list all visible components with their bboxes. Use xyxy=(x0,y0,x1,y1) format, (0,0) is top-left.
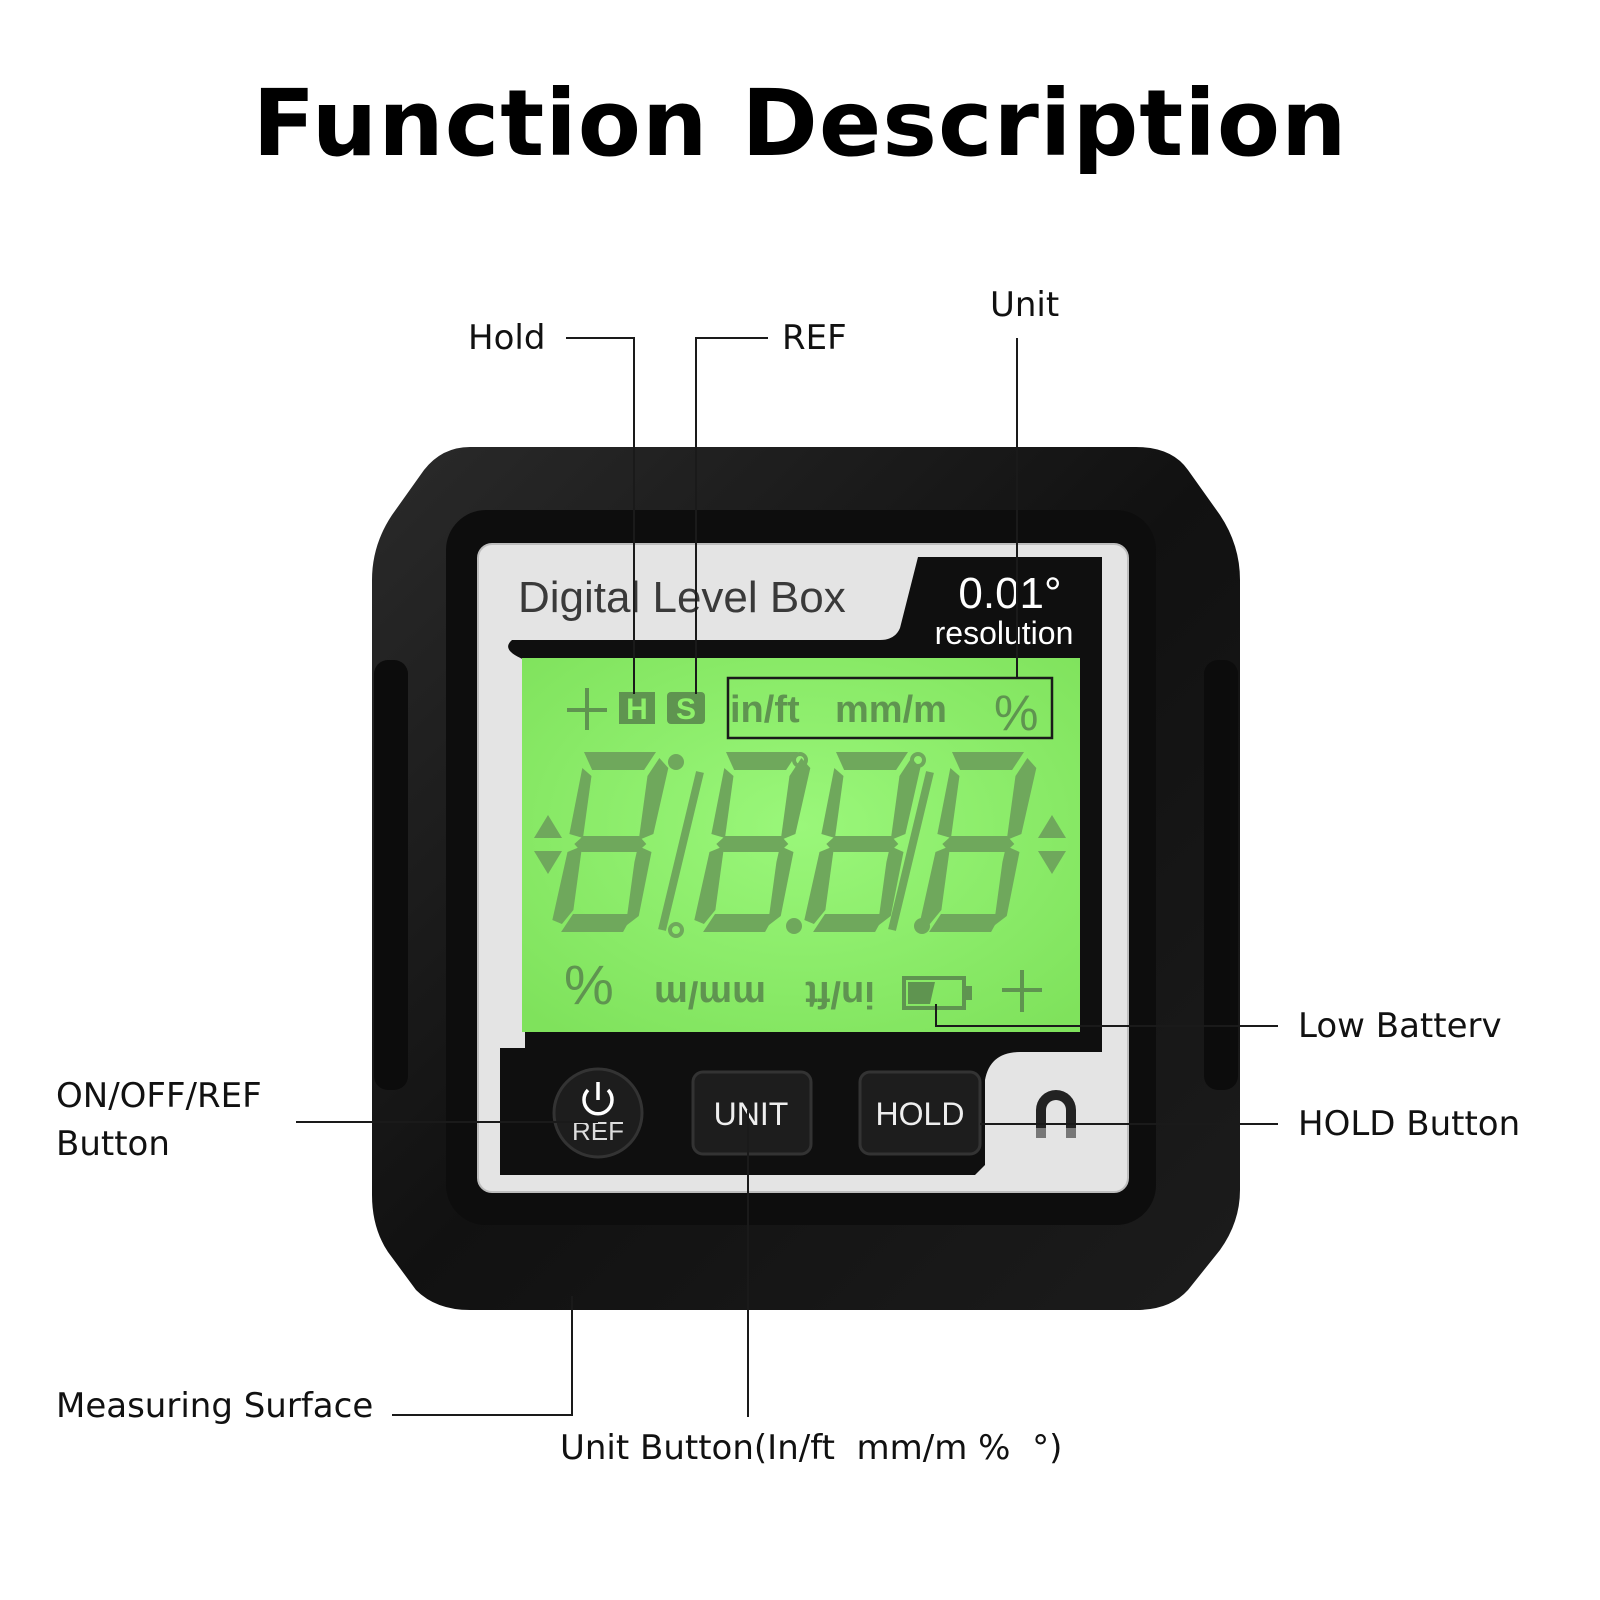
magnet-icon xyxy=(1036,1090,1076,1138)
level-cross-icon xyxy=(567,688,607,730)
lcd-degree-1 xyxy=(792,752,808,768)
low-battery-icon xyxy=(902,976,972,1010)
power-button-label: REF xyxy=(572,1116,624,1146)
lcd-unit-mm-m: mm/m xyxy=(835,689,947,731)
leader-lines xyxy=(296,337,1278,1417)
resolution-label: resolution xyxy=(935,615,1074,651)
callout-on-off-ref: ON/OFF/REF Button xyxy=(56,1072,262,1168)
lcd-dot-3 xyxy=(914,918,930,934)
lcd-unit-in-ft: in/ft xyxy=(730,689,800,731)
leader-measuring-surface xyxy=(392,1296,573,1416)
side-bumper-right xyxy=(1204,660,1238,1090)
lcd-bottom-in-ft: in/ft xyxy=(805,973,875,1015)
power-icon xyxy=(582,1082,614,1116)
resolution-value: 0.01° xyxy=(958,569,1061,618)
callout-hold-button: HOLD Button xyxy=(1298,1104,1521,1144)
lcd-degree-3 xyxy=(668,922,684,938)
callout-unit: Unit xyxy=(990,285,1060,325)
tilt-arrows-left xyxy=(534,815,562,874)
lcd-dot-1 xyxy=(668,754,684,770)
callout-low-battery: Low Batterv xyxy=(1298,1006,1502,1046)
leader-low-battery xyxy=(935,1004,1278,1027)
ref-indicator-icon: S xyxy=(676,693,696,726)
callout-on-off-ref-line2: Button xyxy=(56,1124,170,1164)
hold-indicator-box xyxy=(619,692,655,724)
lcd-bottom-percent: % xyxy=(564,953,614,1016)
lcd-separators xyxy=(658,771,934,931)
hold-indicator-icon: H xyxy=(626,693,648,726)
hold-button[interactable]: HOLD xyxy=(858,1070,982,1156)
unit-button[interactable]: UNIT xyxy=(691,1070,813,1156)
side-bumper-left xyxy=(374,660,408,1090)
ref-indicator-box xyxy=(667,692,705,724)
callout-measuring-surface: Measuring Surface xyxy=(56,1386,374,1426)
unit-button-label: UNIT xyxy=(714,1096,789,1132)
leader-ref xyxy=(695,337,768,694)
power-ref-button[interactable]: REF xyxy=(552,1067,644,1159)
callout-unit-button: Unit Button(In/ft mm/m % °) xyxy=(560,1428,1063,1468)
callout-hold: Hold xyxy=(468,318,546,358)
hold-button-label: HOLD xyxy=(876,1096,965,1132)
level-cross-icon-bottom xyxy=(1002,970,1042,1012)
device-name: Digital Level Box xyxy=(518,573,846,622)
callout-on-off-ref-line1: ON/OFF/REF xyxy=(56,1076,262,1116)
page-title: Function Description xyxy=(252,70,1348,177)
unit-highlight-box xyxy=(726,676,1054,740)
lcd-unit-percent: % xyxy=(994,685,1038,741)
lcd-dot-2 xyxy=(786,918,802,934)
lcd-bottom-mm-m: mm/m xyxy=(654,973,766,1015)
callout-ref: REF xyxy=(782,318,847,358)
tilt-arrows-right xyxy=(1038,815,1066,874)
lcd-degree-2 xyxy=(910,752,926,768)
leader-hold xyxy=(566,337,635,694)
